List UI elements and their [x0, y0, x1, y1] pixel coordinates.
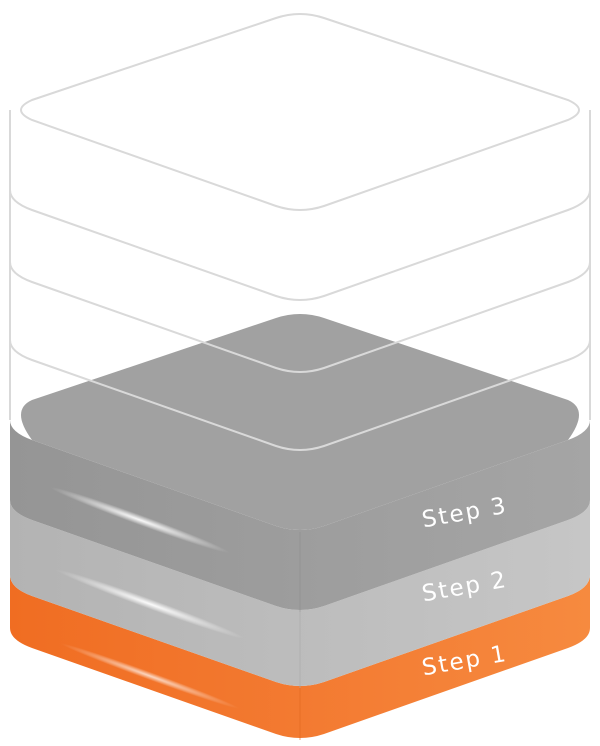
step-3-shine	[50, 487, 230, 553]
step-2-layer	[10, 500, 590, 688]
step-3-top	[21, 314, 579, 530]
step-2-shine	[56, 569, 244, 639]
step-1-layer	[10, 575, 590, 740]
empty-layer-line-3	[9, 339, 591, 451]
step-3-side	[10, 420, 590, 610]
empty-layer-line-2	[9, 261, 591, 373]
empty-layers	[9, 13, 591, 451]
empty-layer-line-1	[9, 189, 591, 301]
step-1-shine	[60, 643, 240, 709]
step-3-layer	[10, 314, 590, 709]
empty-layer-top	[20, 13, 580, 211]
